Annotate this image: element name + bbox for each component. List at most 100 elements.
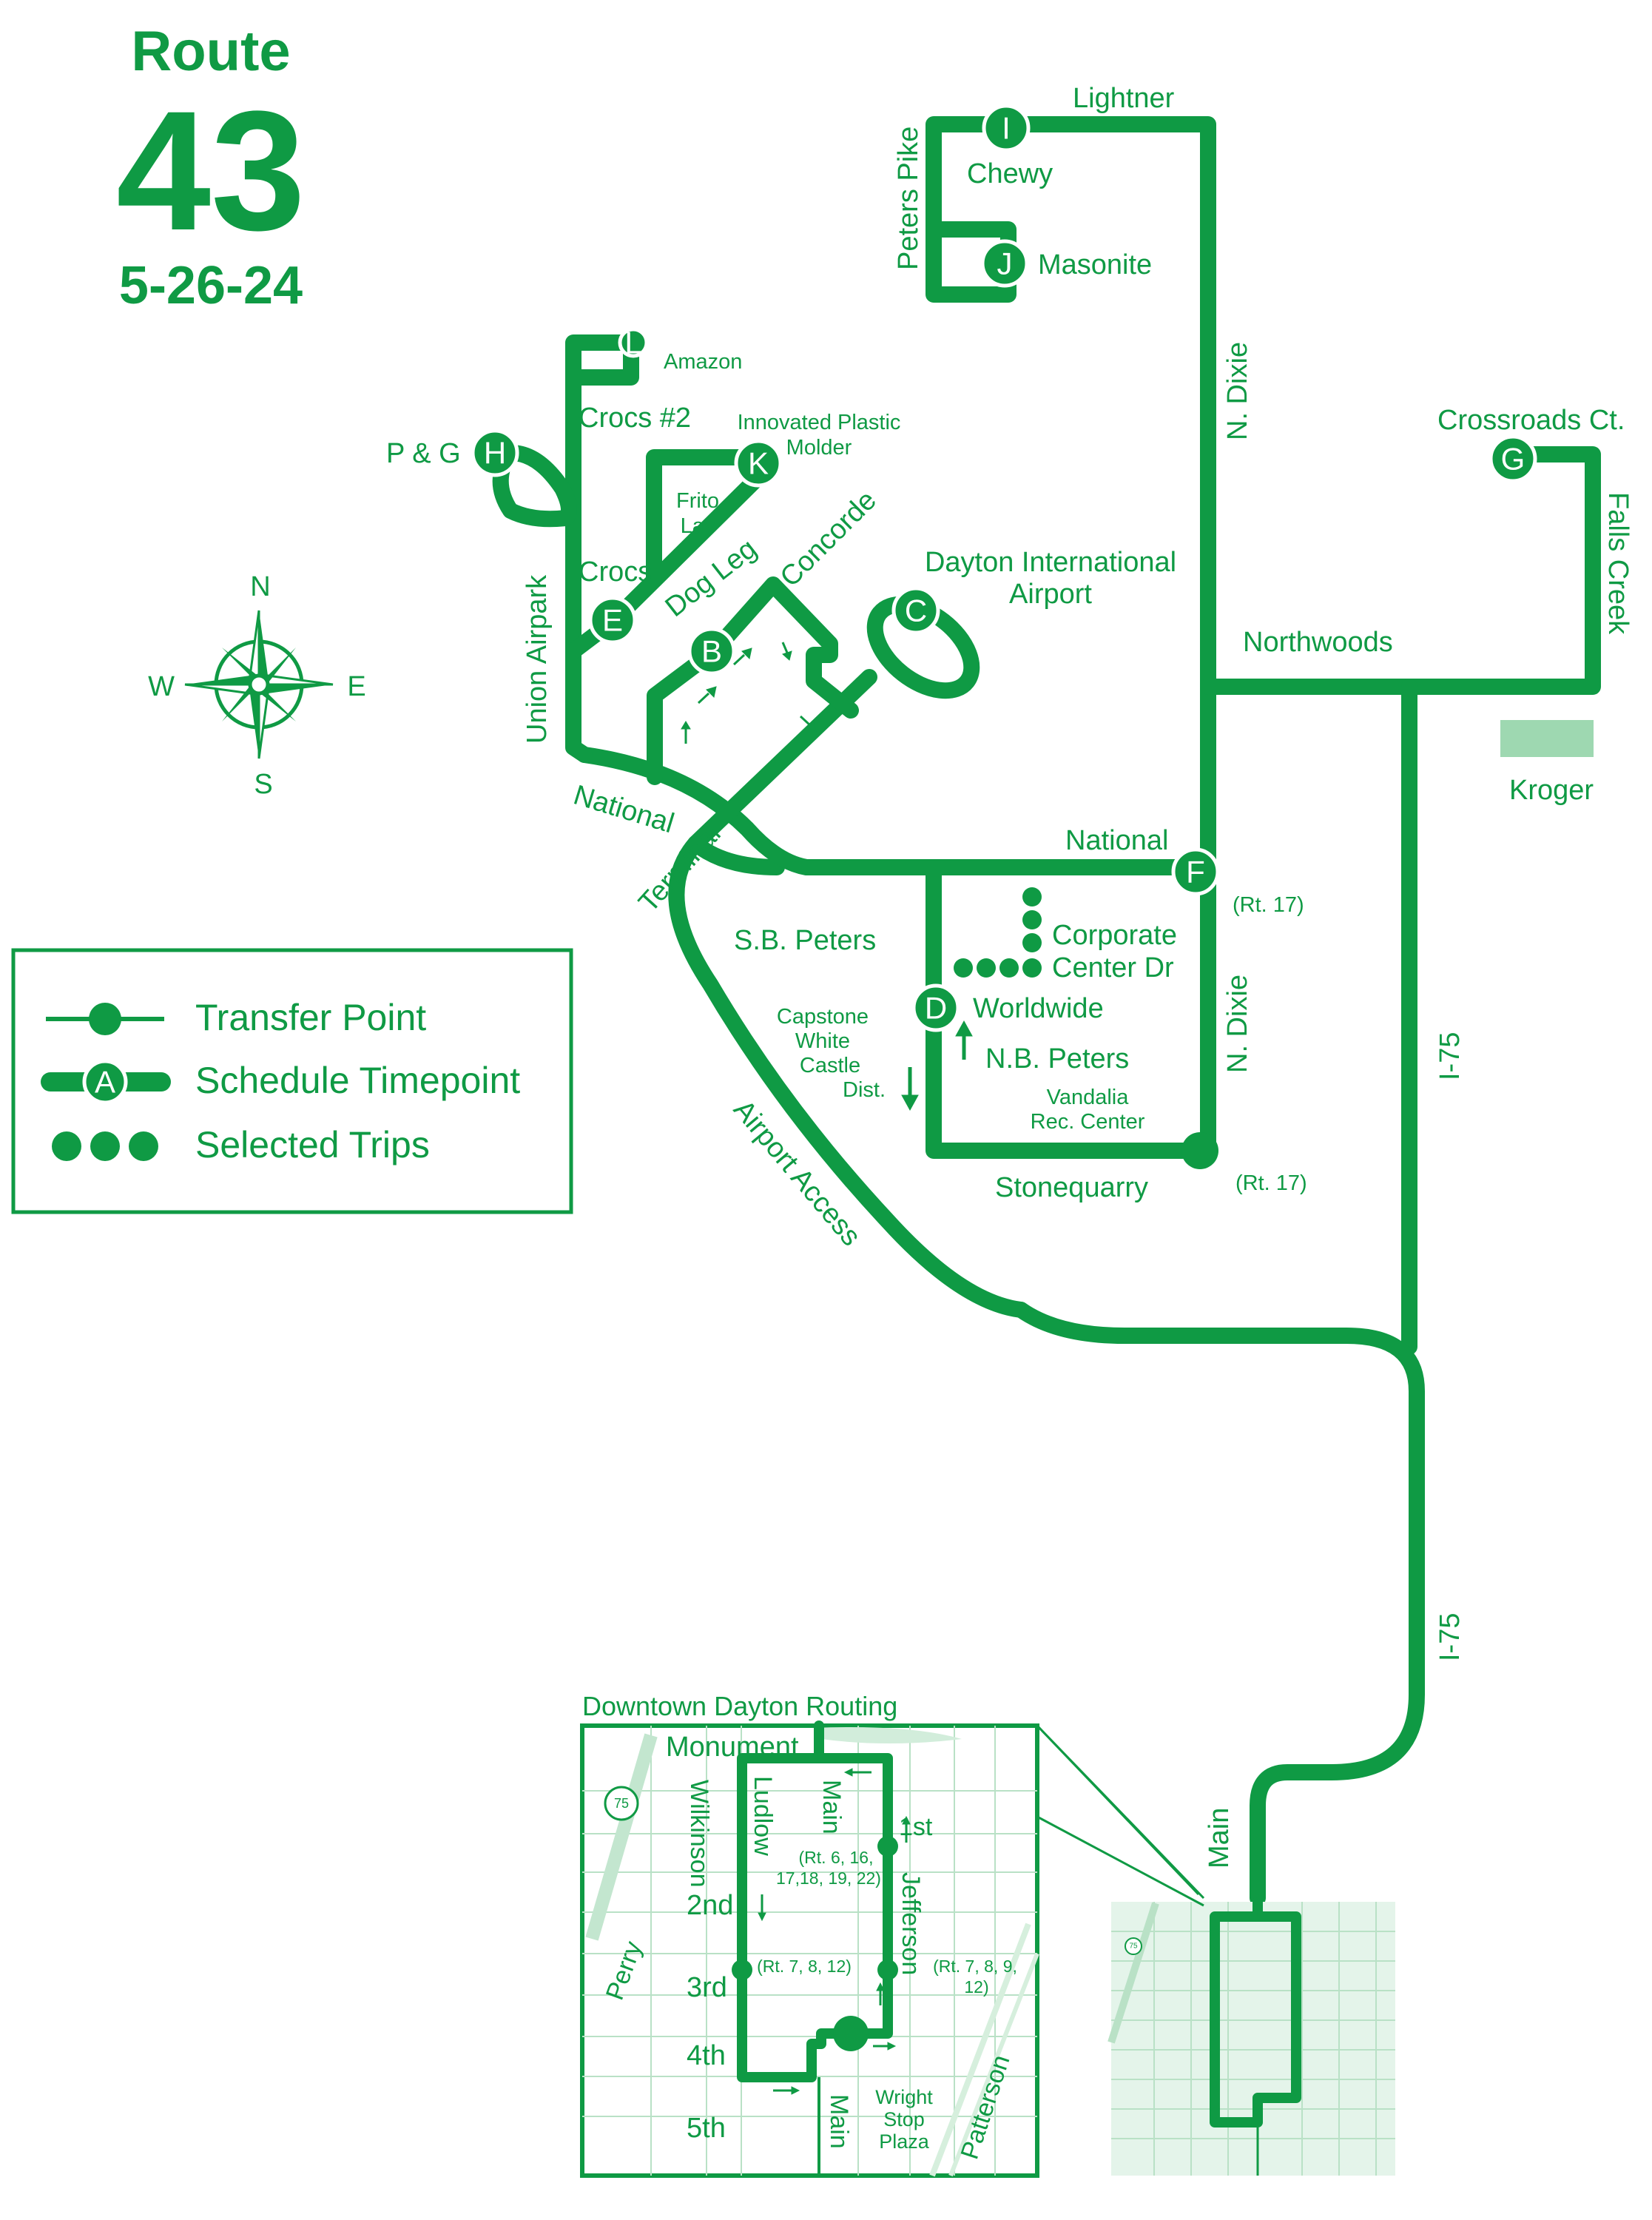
place-innovated-line1: Innovated Plastic [738,411,901,434]
street-5th: 5th [687,2113,726,2144]
place-pg: P & G [386,438,461,469]
place-vandalia-line1: Vandalia [1047,1086,1130,1109]
svg-text:I: I [1002,111,1011,146]
street-1st: 1st [899,1813,933,1841]
place-airport-line1: Dayton International [925,547,1176,578]
legend: Transfer Point A Schedule Timepoint Sele… [11,948,573,1214]
timepoint-d: D [911,983,960,1032]
street-main-inset-south: Main [825,2094,853,2149]
timepoint-g: G [1489,434,1537,483]
place-capstone-line4: Dist. [843,1078,886,1102]
route-note-main-line2: 17,18, 19, 22) [776,1868,881,1888]
svg-text:C: C [905,593,927,628]
timepoint-f: F [1171,847,1220,896]
selected-trips-dots [954,887,1042,978]
transfer-point-2nd-jefferson [877,1960,898,1980]
place-amazon: Amazon [664,350,742,374]
place-crocs-2: Crocs #2 [579,403,691,434]
place-capstone-line2: White [795,1029,850,1053]
place-capstone-line3: Castle [800,1054,860,1077]
street-3rd: 3rd [687,1972,727,2003]
place-vandalia-line2: Rec. Center [1031,1110,1145,1134]
street-jefferson: Jefferson [897,1872,925,1975]
transfer-point-2nd-ludlow [732,1960,752,1980]
timepoint-c: C [891,586,940,635]
interstate-75-icon: 75 [604,1786,639,1821]
downtown-title: Downtown Dayton Routing [582,1691,897,1721]
place-wright-stop-line1: Wright [875,2086,933,2108]
place-crossroads: Crossroads Ct. [1437,405,1625,436]
street-northwoods: Northwoods [1243,627,1393,658]
svg-text:J: J [997,246,1013,281]
transfer-point-symbol [89,1003,121,1035]
street-monument: Monument [666,1732,799,1763]
timepoint-h: H [471,428,519,477]
timepoint-e: E [588,596,637,645]
selected-trips-dot [129,1131,158,1161]
kroger-block [1500,720,1594,757]
place-capstone-line1: Capstone [777,1005,869,1029]
svg-text:D: D [925,991,947,1026]
svg-text:L: L [624,326,641,360]
compass-east: E [347,671,365,702]
street-peters-pike: Peters Pike [893,127,924,270]
route-note-jefferson-line1: (Rt. 7, 8, 9, [933,1957,1017,1976]
timepoint-l: L [618,326,649,360]
transfer-point-1st-jefferson [877,1836,898,1857]
downtown-inset: Monument Wilkinson Ludlow Main Main Jeff… [580,1720,1039,2178]
legend-schedule-timepoint: Schedule Timepoint [195,1060,520,1101]
street-national-east: National [1065,825,1168,856]
street-concorde: Concorde [775,485,883,593]
svg-text:F: F [1186,855,1205,889]
transfer-point-stonequarry [1181,1132,1218,1169]
place-airport-line2: Airport [1009,579,1092,610]
compass-south: S [254,769,272,800]
route-date: 5-26-24 [119,256,303,315]
selected-trips-dot [52,1131,81,1161]
street-n-dixie-south: N. Dixie [1222,975,1253,1073]
route-note-ludlow: (Rt. 7, 8, 12) [757,1957,852,1976]
svg-text:H: H [484,436,506,471]
svg-text:E: E [602,603,623,638]
street-sb-peters: S.B. Peters [734,925,876,956]
place-rt17-stonequarry: (Rt. 17) [1235,1171,1307,1195]
street-4th: 4th [687,2040,726,2071]
timepoint-j: J [980,239,1029,288]
place-wright-stop-line2: Stop [883,2108,925,2130]
svg-text:B: B [701,634,722,669]
place-corporate-line1: Corporate [1052,920,1177,951]
place-wright-stop-line3: Plaza [879,2130,930,2153]
timepoint-i: I [982,104,1031,152]
route-number: 43 [116,75,306,266]
place-worldwide: Worldwide [973,993,1104,1024]
route-note-jefferson-line2: 12) [964,1977,988,1997]
downtown-locator-map: 75 [1107,1897,1395,2176]
street-stonequarry: Stonequarry [995,1172,1148,1203]
timepoint-b: B [687,627,736,676]
legend-selected-trips: Selected Trips [195,1124,430,1166]
place-kroger: Kroger [1509,775,1594,806]
legend-transfer-point: Transfer Point [195,997,426,1038]
place-frito-line1: Frito [676,489,719,513]
wright-stop-plaza-hub [833,2016,869,2051]
street-union-airpark: Union Airpark [522,574,553,744]
place-innovated-line2: Molder [786,436,852,460]
route-word: Route [131,20,290,83]
timepoint-k: K [734,439,783,488]
street-lightner: Lightner [1073,83,1175,114]
street-nb-peters: N.B. Peters [985,1043,1129,1074]
street-main: Main [1204,1808,1235,1868]
selected-trips-dot [90,1131,120,1161]
street-ludlow: Ludlow [749,1776,777,1856]
route-note-main-line1: (Rt. 6, 16, [799,1848,874,1867]
place-corporate-line2: Center Dr [1052,952,1174,983]
compass-rose-icon [184,610,334,759]
place-chewy: Chewy [967,158,1053,189]
svg-text:K: K [748,446,769,481]
place-masonite: Masonite [1038,249,1152,280]
timepoint-symbol [82,1059,128,1105]
street-wilkinson: Wilkinson [685,1780,713,1887]
downtown-arrows [758,1768,911,2095]
place-frito-line2: Lay [681,514,715,538]
